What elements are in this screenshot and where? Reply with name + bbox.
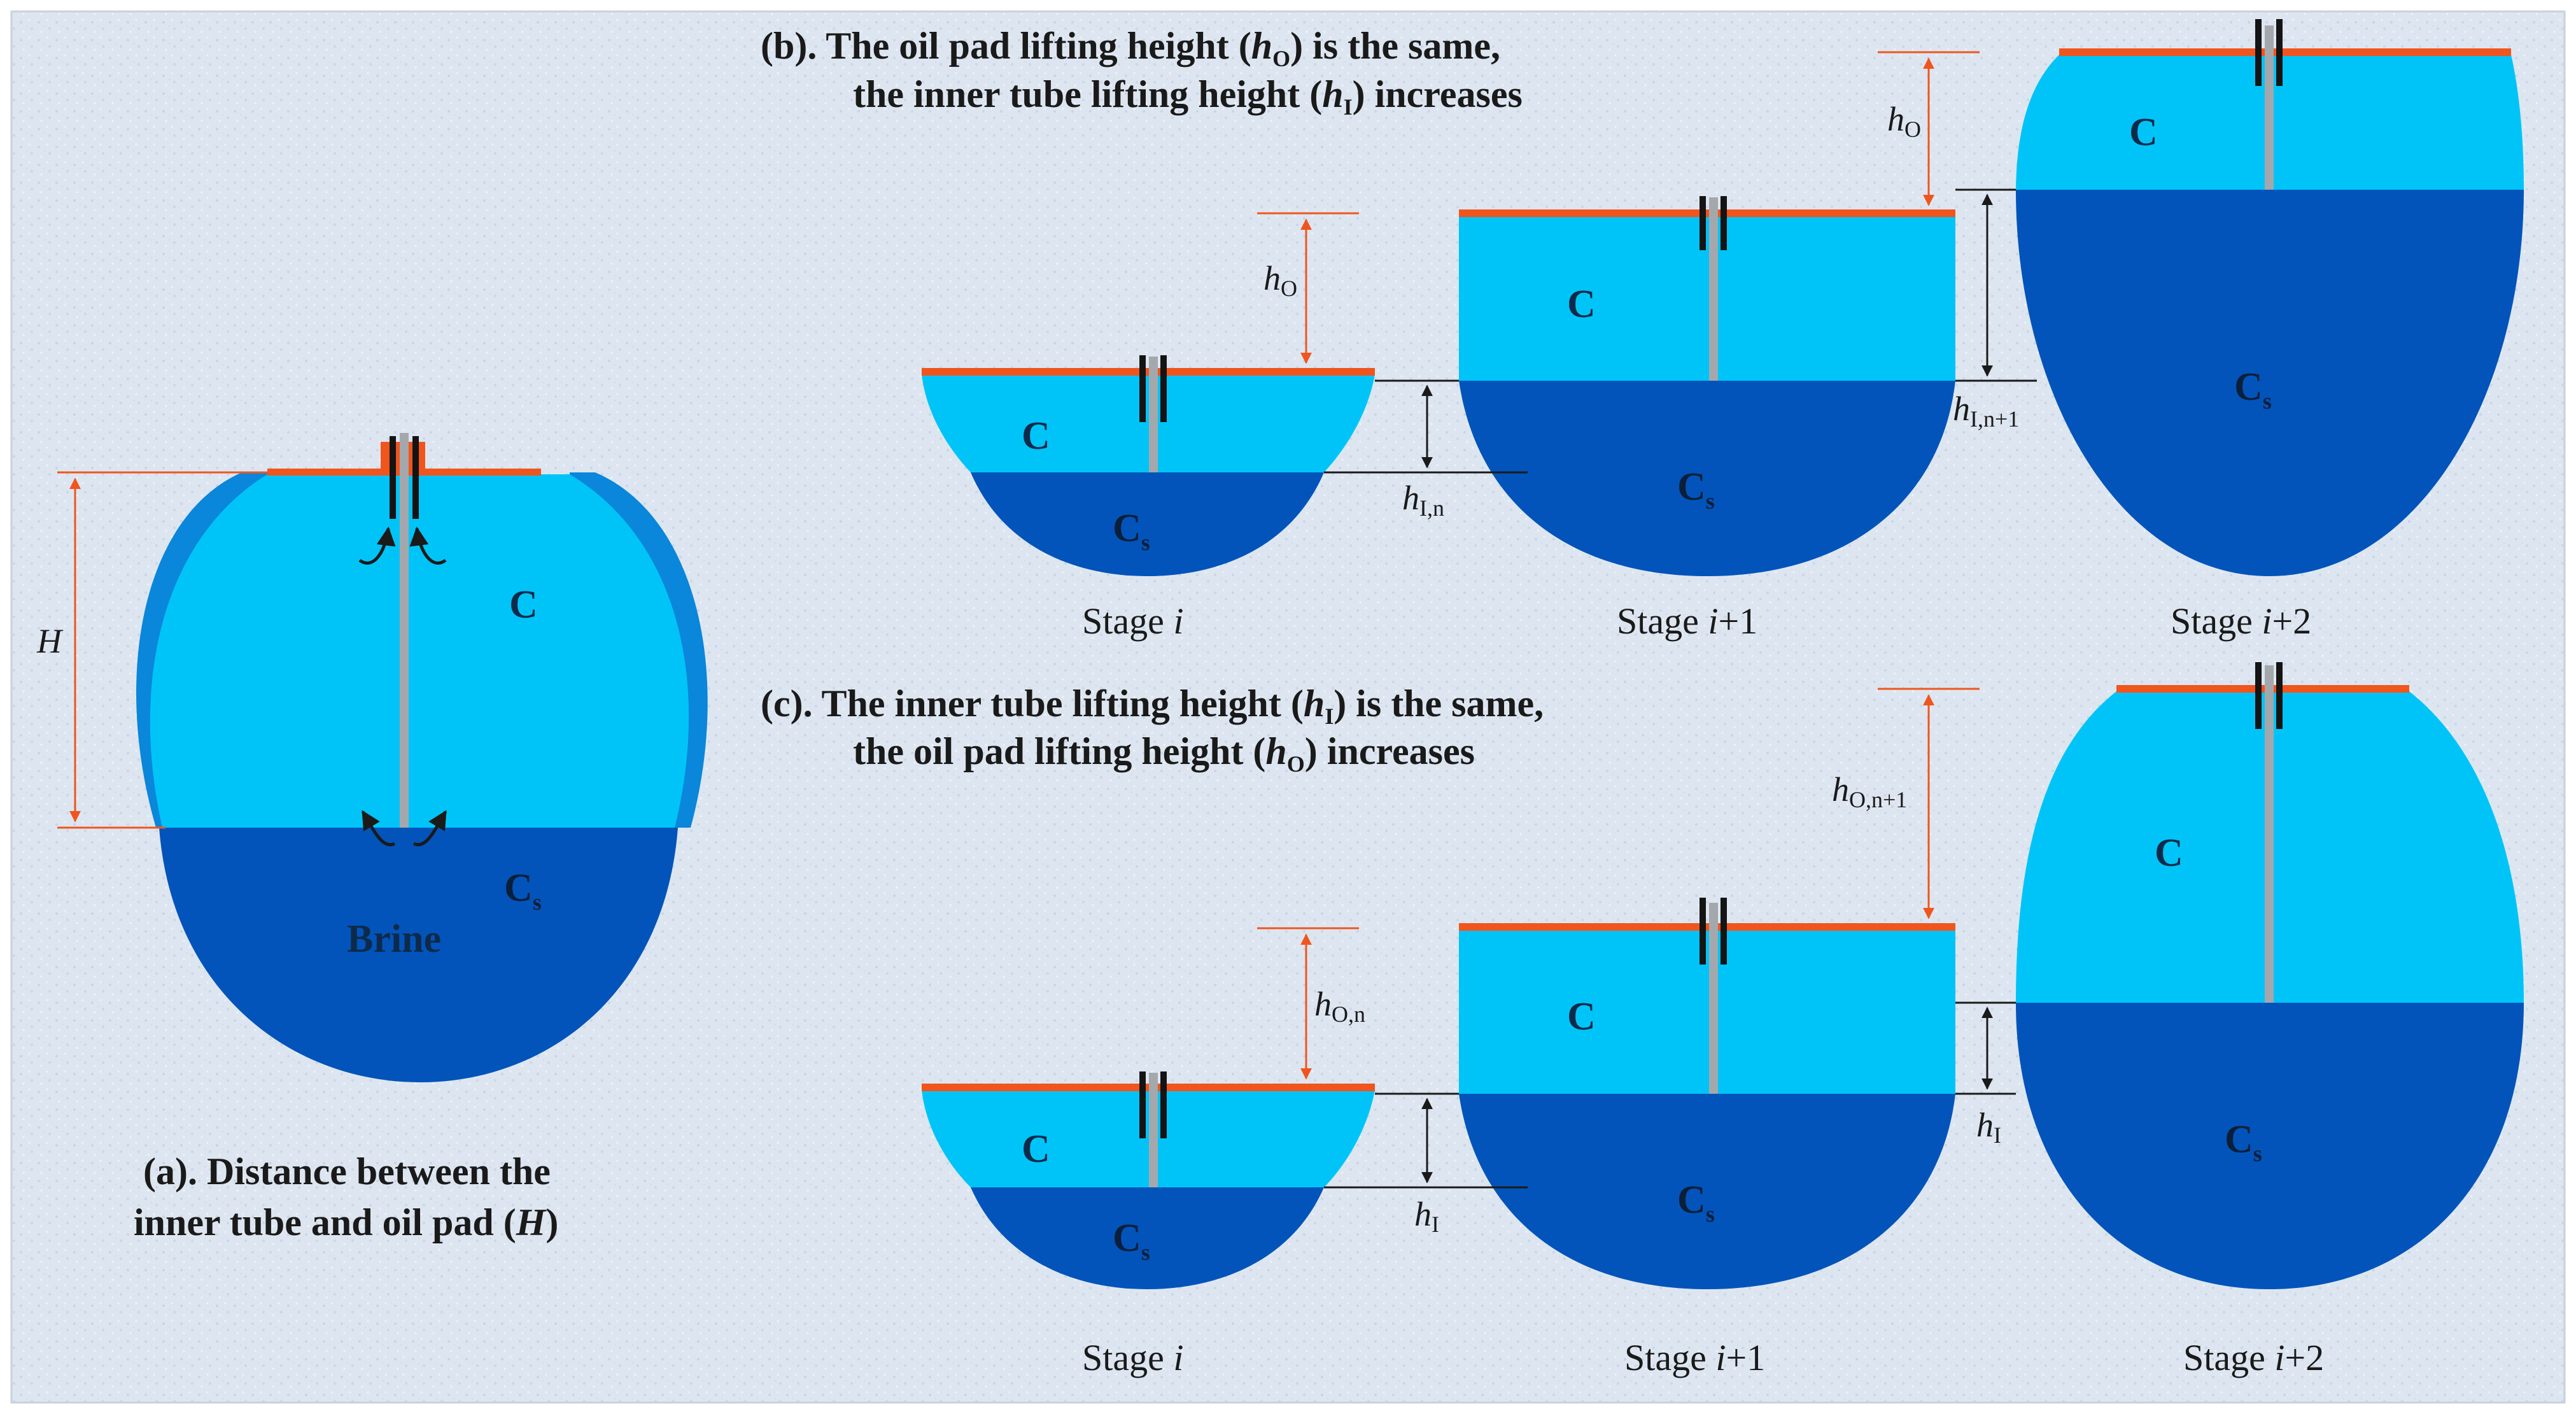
panel-c-stage-label-2: Stage i+1 xyxy=(1624,1337,1765,1378)
panel-c-title-line2: the oil pad lifting height (hO) increase… xyxy=(853,730,1475,777)
panel-c-cavern-stage-2: C Cs xyxy=(1459,898,1955,1289)
panel-a: H C Cs Brine (a). Distance between the i… xyxy=(36,433,708,1243)
panel-b-title-line2: the inner tube lifting height (hI) incre… xyxy=(853,73,1523,120)
panel-b-s3-cs-label: Cs xyxy=(2234,365,2272,414)
panel-c-s2-upper xyxy=(1459,930,1955,1094)
panel-c-hon-label: hO,n xyxy=(1314,985,1365,1027)
panel-b-s1-tube xyxy=(1149,357,1158,472)
panel-c-s2-tube xyxy=(1709,903,1718,1094)
panel-a-upper-label: C xyxy=(509,583,538,626)
panel-c-s3-cap-left xyxy=(2255,662,2262,729)
panel-c-s2-lower xyxy=(1459,1094,1955,1289)
panel-b-s3-upper-label: C xyxy=(2129,111,2158,154)
panel-b-s1-lower xyxy=(971,472,1324,576)
panel-c-s3-cs-label: Cs xyxy=(2225,1118,2262,1166)
panel-b-title-line1: (b). The oil pad lifting height (hO) is … xyxy=(761,25,1500,71)
panel-b-cavern-stage-1: C Cs xyxy=(922,355,1375,576)
panel-a-tube-cap-right xyxy=(412,436,419,519)
panel-c-s2-oil-pad xyxy=(1459,923,1955,931)
panel-c: (c). The inner tube lifting height (hI) … xyxy=(761,662,2524,1378)
panel-b-s1-cap-right xyxy=(1160,355,1167,422)
panel-c-h1b-label: hI xyxy=(1976,1106,2001,1148)
panel-b-s1-cap-left xyxy=(1139,355,1146,422)
panel-c-s2-cap-right xyxy=(1721,898,1727,965)
panel-b-s3-oil-pad xyxy=(2059,48,2511,56)
panel-b-stage-label-2: Stage i+1 xyxy=(1617,600,1757,642)
panel-b-cavern-stage-2: C Cs xyxy=(1459,196,1955,576)
panel-c-s3-upper-label: C xyxy=(2155,831,2183,875)
panel-b-s2-cap-right xyxy=(1721,196,1727,250)
panel-c-hon1-label: hO,n+1 xyxy=(1832,770,1907,812)
panel-b-s3-tube xyxy=(2265,25,2274,190)
panel-b-s2-cs-label: Cs xyxy=(1677,465,1715,514)
panel-b-s1-oil-pad xyxy=(922,368,1375,376)
panel-b-s1-upper xyxy=(922,374,1375,472)
panel-b-s3-cap-right xyxy=(2276,19,2283,86)
panel-c-s1-upper-label: C xyxy=(1022,1128,1050,1171)
panel-c-h1-label: hI xyxy=(1414,1195,1439,1237)
panel-c-s1-tube xyxy=(1149,1073,1158,1187)
panel-b-stage-label-3: Stage i+2 xyxy=(2171,600,2311,642)
panel-b-s1-upper-label: C xyxy=(1022,414,1050,458)
panel-a-brine-label: Brine xyxy=(347,917,441,961)
panel-c-s3-tube xyxy=(2265,665,2274,1003)
panel-b-s3-cap-left xyxy=(2255,19,2262,86)
panel-b-stage-label-1: Stage i xyxy=(1082,600,1183,642)
panel-c-stage-label-1: Stage i xyxy=(1082,1337,1183,1378)
panel-c-cavern-stage-1: C Cs xyxy=(922,1071,1375,1289)
panel-a-tube-cap-left xyxy=(390,436,396,519)
panel-a-cavern-lower xyxy=(159,828,678,1082)
panel-a-flow-arrow-top-right xyxy=(409,527,447,565)
panel-c-s2-cs-label: Cs xyxy=(1677,1178,1715,1227)
panel-a-cavern-upper xyxy=(150,474,689,828)
panel-c-s2-cap-left xyxy=(1700,898,1706,965)
panel-a-flow-arrow-bottom-right xyxy=(412,810,447,847)
panel-b-s3-lower xyxy=(2016,190,2524,576)
panel-b-ho-label: hO xyxy=(1263,259,1297,301)
panel-a-dim-label: H xyxy=(36,622,64,660)
panel-b-s2-upper xyxy=(1459,216,1955,381)
panel-a-flow-arrow-top-left xyxy=(358,527,396,565)
panel-c-title-line1: (c). The inner tube lifting height (hI) … xyxy=(761,682,1544,729)
panel-a-caption-line1: (a). Distance between the xyxy=(143,1150,551,1192)
panel-c-s3-lower xyxy=(2016,1003,2524,1289)
panel-b-h1n1-label: hI,n+1 xyxy=(1953,390,2019,432)
panel-c-s3-oil-pad xyxy=(2116,685,2409,693)
panel-b-ho2-label: hO xyxy=(1887,100,1921,142)
panel-c-s1-cap-right xyxy=(1160,1071,1167,1138)
panel-c-s1-cs-label: Cs xyxy=(1113,1217,1150,1265)
panel-a-inner-tube xyxy=(400,433,409,828)
panel-c-s3-cap-right xyxy=(2276,662,2283,729)
panel-c-s1-upper xyxy=(922,1090,1375,1187)
panel-c-s1-lower xyxy=(971,1187,1324,1289)
panel-b-s2-cap-left xyxy=(1700,196,1706,250)
panel-b-s2-lower xyxy=(1459,381,1955,576)
panel-c-cavern-stage-3: C Cs xyxy=(2016,662,2524,1289)
panel-b-s2-upper-label: C xyxy=(1567,283,1596,326)
panel-b: (b). The oil pad lifting height (hO) is … xyxy=(761,19,2524,642)
panel-b-s2-tube xyxy=(1709,197,1718,381)
panel-c-s1-oil-pad xyxy=(922,1084,1375,1091)
panel-b-cavern-stage-3: C Cs xyxy=(2016,19,2524,576)
panel-c-s1-cap-left xyxy=(1139,1071,1146,1138)
panel-b-h1n-label: hI,n xyxy=(1402,479,1444,521)
panel-a-flow-arrow-bottom-left xyxy=(361,810,396,847)
panel-b-s1-cs-label: Cs xyxy=(1113,507,1150,555)
panel-a-cs-label: Cs xyxy=(504,866,542,915)
panel-b-s2-oil-pad xyxy=(1459,209,1955,217)
panel-c-stage-label-3: Stage i+2 xyxy=(2183,1337,2324,1378)
panel-c-s2-upper-label: C xyxy=(1567,995,1596,1038)
panel-a-caption-line2: inner tube and oil pad (H) xyxy=(134,1201,558,1243)
